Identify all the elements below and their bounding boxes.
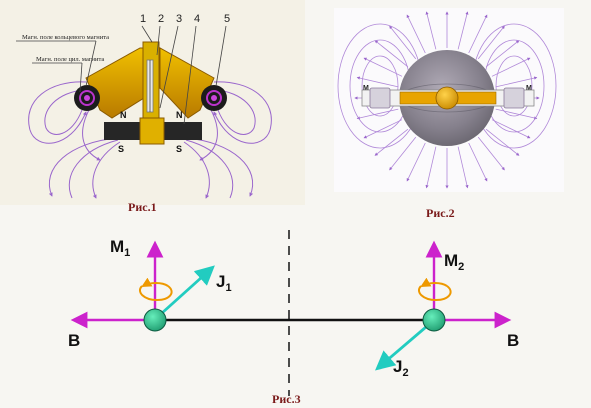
radial-field-line xyxy=(425,11,437,50)
pole-n-right: N xyxy=(176,110,183,120)
callout-cyl-field: Магн. поле цил. магнита xyxy=(36,56,104,63)
figure-3: M1 M2 J1 J2 B B Рис.3 xyxy=(68,230,519,406)
radial-field-line xyxy=(406,14,426,54)
part-number-1: 1 xyxy=(140,13,146,25)
figure-3-caption: Рис.3 xyxy=(272,392,301,406)
radial-field-line xyxy=(468,142,488,182)
radial-field-line xyxy=(356,76,399,88)
radial-field-line xyxy=(457,146,469,189)
j2-arrow xyxy=(375,325,427,371)
left-end-magnet xyxy=(369,87,391,109)
pole-s-right: S xyxy=(176,144,182,154)
label-j2: J2 xyxy=(393,357,409,379)
right-gold-arm xyxy=(159,47,215,119)
radial-field-line xyxy=(389,136,417,171)
radial-field-line xyxy=(468,14,488,54)
right-ring-magnet xyxy=(201,85,227,111)
part-number-3: 3 xyxy=(176,13,182,25)
pole-label-right: M xyxy=(526,85,532,92)
rotation-icon-left xyxy=(138,277,173,302)
callout-lines xyxy=(16,25,227,125)
rotation-icon-right xyxy=(417,277,452,302)
j1-arrow xyxy=(161,265,215,315)
part-number-5: 5 xyxy=(224,13,230,25)
figure-2-caption: Рис.2 xyxy=(426,206,455,220)
figure-2: M M Рис.2 xyxy=(334,8,564,220)
radial-field-line xyxy=(457,11,469,50)
figure-1-caption: Рис.1 xyxy=(128,200,157,214)
label-m1: M1 xyxy=(110,237,130,259)
radial-field-line xyxy=(389,25,417,60)
central-hub xyxy=(435,86,459,110)
radial-field-line xyxy=(374,128,409,156)
ball-left xyxy=(143,308,167,332)
part-number-2: 2 xyxy=(158,13,164,25)
figure-1: Магн. поле кольцевого магнита Магн. поле… xyxy=(0,0,305,214)
radial-field-line xyxy=(406,142,426,182)
radial-field-line xyxy=(491,119,531,139)
radial-field-line xyxy=(363,57,403,77)
pole-label-left: M xyxy=(363,85,369,92)
radial-field-line xyxy=(485,128,520,156)
label-b-left: B xyxy=(68,331,80,350)
radial-field-line xyxy=(477,136,505,171)
radial-field-line xyxy=(485,40,520,68)
magnet-clamp xyxy=(139,117,165,145)
radial-field-line xyxy=(363,119,403,139)
radial-field-line xyxy=(425,146,437,189)
callout-ring-field: Магн. поле кольцевого магнита xyxy=(22,34,109,41)
part-number-4: 4 xyxy=(194,13,200,25)
ring-magnet-field-lines xyxy=(28,81,272,161)
radial-field-line xyxy=(491,57,531,77)
pole-s-left: S xyxy=(118,144,124,154)
radial-field-line xyxy=(495,108,538,120)
radial-field-line xyxy=(374,40,409,68)
radial-field-line xyxy=(477,25,505,60)
ball-right xyxy=(422,308,446,332)
right-end-magnet xyxy=(503,87,525,109)
pole-n-left: N xyxy=(120,110,127,120)
radial-field-line xyxy=(495,76,538,88)
cyl-magnet-field-lines xyxy=(48,137,254,199)
label-j1: J1 xyxy=(216,272,232,294)
radial-field-line xyxy=(356,108,399,120)
label-b-right: B xyxy=(507,331,519,350)
label-m2: M2 xyxy=(444,251,464,273)
left-ring-magnet xyxy=(74,85,100,111)
